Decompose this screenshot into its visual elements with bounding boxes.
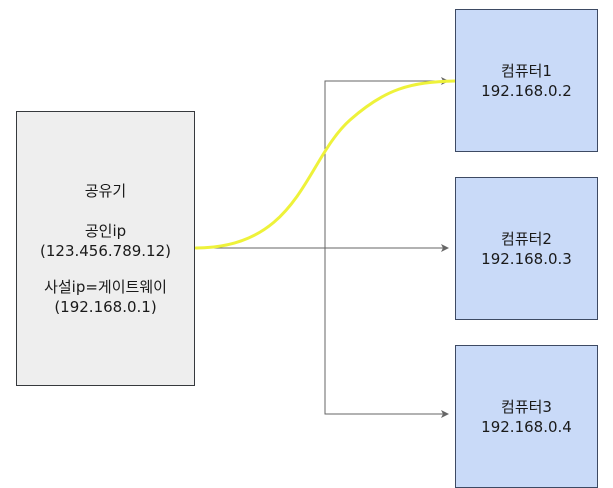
computer2-ip: 192.168.0.3 — [481, 249, 572, 268]
computer2-node: 컴퓨터2 192.168.0.3 — [455, 177, 598, 320]
router-title: 공유기 — [84, 181, 127, 200]
router-public-ip-value: (123.456.789.12) — [40, 241, 171, 260]
highlight-curve — [194, 79, 457, 250]
computer1-ip: 192.168.0.2 — [481, 81, 572, 100]
computer3-name: 컴퓨터3 — [501, 397, 552, 416]
computer2-name: 컴퓨터2 — [501, 229, 552, 248]
router-public-ip-label: 공인ip — [84, 221, 127, 240]
router-node: 공유기 공인ip (123.456.789.12) 사설ip=게이트웨이 (19… — [16, 111, 195, 386]
connector-router-to-computer3 — [196, 247, 449, 418]
router-private-ip-label: 사설ip=게이트웨이 — [44, 277, 167, 296]
computer1-name: 컴퓨터1 — [501, 61, 552, 80]
computer1-node: 컴퓨터1 192.168.0.2 — [455, 9, 598, 152]
connector-router-to-computer1 — [196, 77, 449, 249]
computer3-node: 컴퓨터3 192.168.0.4 — [455, 345, 598, 488]
computer3-ip: 192.168.0.4 — [481, 417, 572, 436]
router-private-ip-value: (192.168.0.1) — [54, 297, 157, 316]
